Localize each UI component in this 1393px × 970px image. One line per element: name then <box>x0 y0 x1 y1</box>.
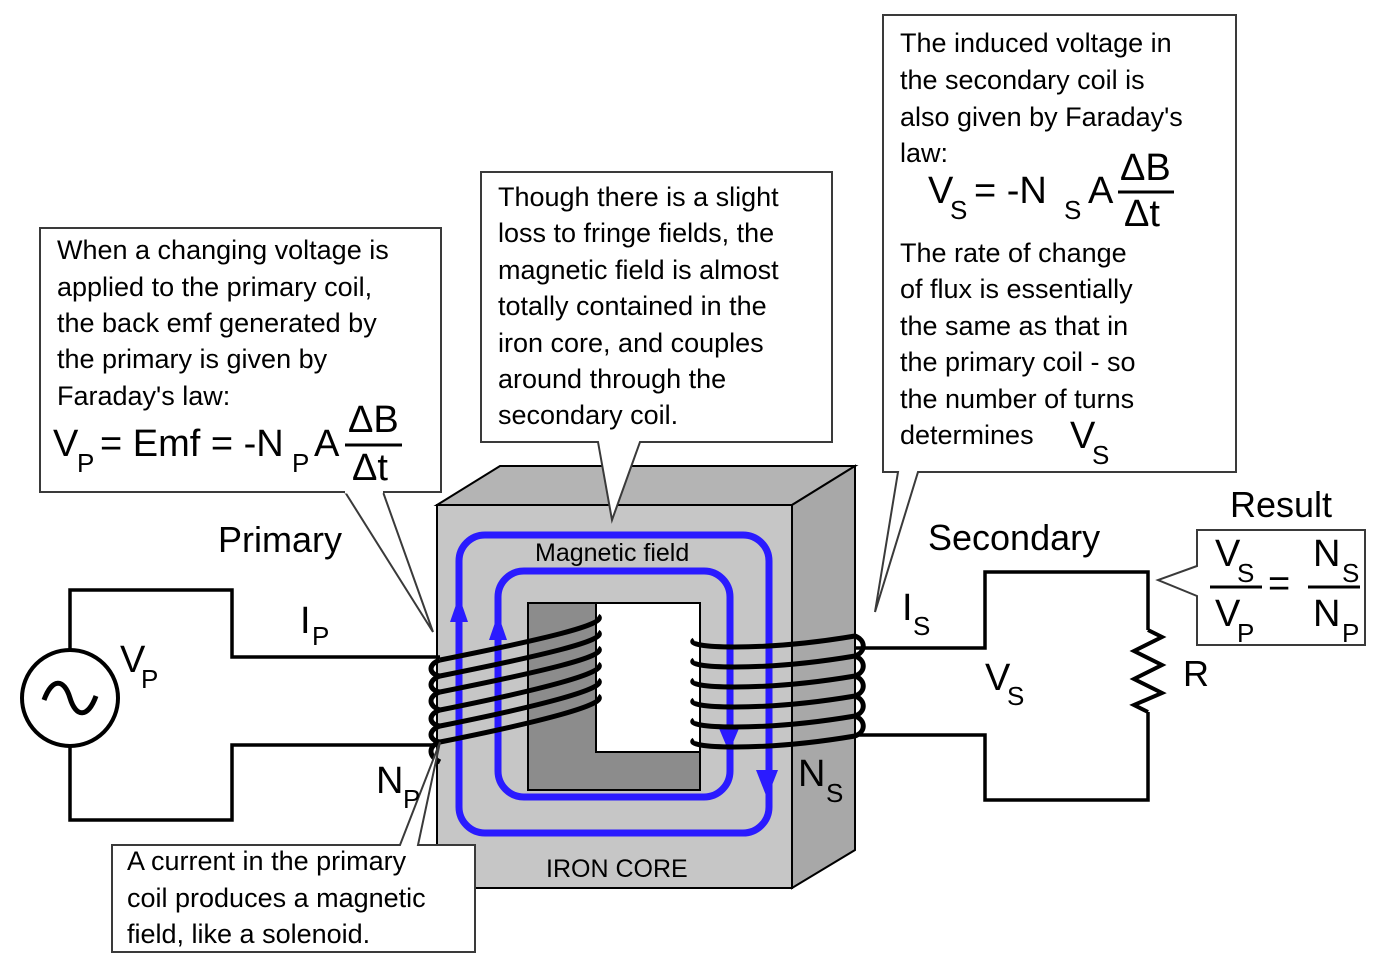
label-vp-sub: P <box>141 664 158 694</box>
label-vp: V <box>120 639 146 681</box>
iron-core-top-face <box>433 465 859 506</box>
eq-v: V <box>53 423 79 465</box>
eq-sub: P <box>292 448 309 478</box>
primary-equation: V P = Emf = -N P A ΔB Δt <box>53 399 402 489</box>
secondary-box-line: determines <box>900 420 1034 450</box>
core-box-line: around through the <box>498 364 726 394</box>
label-vs-sub: S <box>1007 681 1024 711</box>
label-ip-sub: P <box>312 621 329 651</box>
eq-num: ΔB <box>348 399 399 441</box>
callout-core <box>480 171 833 524</box>
primary-box-line: the back emf generated by <box>57 308 377 338</box>
arrow-down-icon <box>718 726 740 752</box>
field-arrows <box>450 596 778 798</box>
arrow-up-icon <box>450 596 468 622</box>
callout-secondary <box>874 14 1237 613</box>
core-box-line: Though there is a slight <box>498 182 779 212</box>
eq-num: ΔB <box>1120 147 1171 189</box>
res-eq: = <box>1268 563 1290 605</box>
secondary-box-line: law: <box>900 138 948 168</box>
primary-box-line: applied to the primary coil, <box>57 272 372 302</box>
primary-box-line: the primary is given by <box>57 344 328 374</box>
result-equation: V S V P = N S N P <box>1210 533 1360 648</box>
core-box-line: iron core, and couples <box>498 328 764 358</box>
core-box-line: secondary coil. <box>498 400 678 430</box>
arrow-down-icon <box>756 770 778 798</box>
secondary-box-line: the same as that in <box>900 311 1128 341</box>
label-vs: V <box>985 657 1011 699</box>
core-box-text: Though there is a slight loss to fringe … <box>498 182 779 430</box>
eq-sub: S <box>950 195 967 225</box>
eq-v: V <box>928 170 954 212</box>
current-box-line: A current in the primary <box>127 846 407 876</box>
eq-mid: = Emf = -N <box>100 423 284 465</box>
label-r: R <box>1183 653 1209 694</box>
callout-current <box>111 741 476 953</box>
secondary-box-text: The induced voltage in the secondary coi… <box>900 28 1183 168</box>
eq-a: A <box>1088 170 1114 212</box>
primary-box-line: Faraday's law: <box>57 381 230 411</box>
label-ns: N <box>798 753 825 795</box>
res-sub: P <box>1342 618 1359 648</box>
res-sub: P <box>1237 618 1254 648</box>
secondary-box-line: of flux is essentially <box>900 274 1133 304</box>
resistor-icon <box>1129 628 1167 714</box>
secondary-box-text-bottom: The rate of change of flux is essentiall… <box>900 238 1136 470</box>
primary-box-text: When a changing voltage is applied to th… <box>57 235 389 411</box>
ac-source-icon <box>20 648 120 748</box>
current-box-line: coil produces a magnetic <box>127 883 426 913</box>
secondary-box-line: the primary coil - so <box>900 347 1136 377</box>
secondary-box-line: the secondary coil is <box>900 65 1145 95</box>
callout-primary <box>39 227 442 633</box>
primary-box-line: When a changing voltage is <box>57 235 389 265</box>
label-np-sub: P <box>403 784 420 814</box>
secondary-coil <box>690 633 866 750</box>
field-loop-inner <box>494 567 734 801</box>
label-is-sub: S <box>913 611 930 641</box>
secondary-box-line: the number of turns <box>900 384 1134 414</box>
label-ns-sub: S <box>826 778 843 808</box>
label-is: I <box>902 587 913 629</box>
res-sub: S <box>1237 558 1254 588</box>
label-primary: Primary <box>218 519 342 560</box>
current-box-text: A current in the primary coil produces a… <box>127 846 426 949</box>
res-vs: V <box>1215 533 1241 575</box>
eq-mid: = -N <box>974 170 1047 212</box>
core-box-line: totally contained in the <box>498 291 767 321</box>
label-iron-core: IRON CORE <box>546 855 688 883</box>
eq-sub: P <box>77 448 94 478</box>
secondary-equation: V S = -N S A ΔB Δt <box>928 147 1174 235</box>
res-vp: V <box>1215 593 1241 635</box>
eq-den: Δt <box>352 447 388 489</box>
secondary-box-line: The induced voltage in <box>900 28 1172 58</box>
det-sub: S <box>1092 440 1109 470</box>
core-window <box>595 602 701 753</box>
res-sub: S <box>1342 558 1359 588</box>
label-ip: I <box>300 600 311 642</box>
primary-coil <box>428 613 602 765</box>
primary-circuit <box>68 588 440 822</box>
secondary-circuit <box>855 570 1150 802</box>
core-box-line: loss to fringe fields, the <box>498 218 774 248</box>
core-box-line: magnetic field is almost <box>498 255 779 285</box>
result-title: Result <box>1230 484 1332 525</box>
eq-den: Δt <box>1124 193 1160 235</box>
arrow-up-icon <box>489 614 507 640</box>
det-v: V <box>1070 415 1096 457</box>
eq-sub: S <box>1064 195 1081 225</box>
res-ns: N <box>1313 533 1340 575</box>
eq-a: A <box>314 423 340 465</box>
current-box-line: field, like a solenoid. <box>127 919 370 949</box>
secondary-box-line: also given by Faraday's <box>900 102 1183 132</box>
label-secondary: Secondary <box>928 517 1100 558</box>
res-np: N <box>1313 593 1340 635</box>
label-np: N <box>376 760 403 802</box>
secondary-box-line: The rate of change <box>900 238 1127 268</box>
label-magnetic-field: Magnetic field <box>535 539 689 567</box>
